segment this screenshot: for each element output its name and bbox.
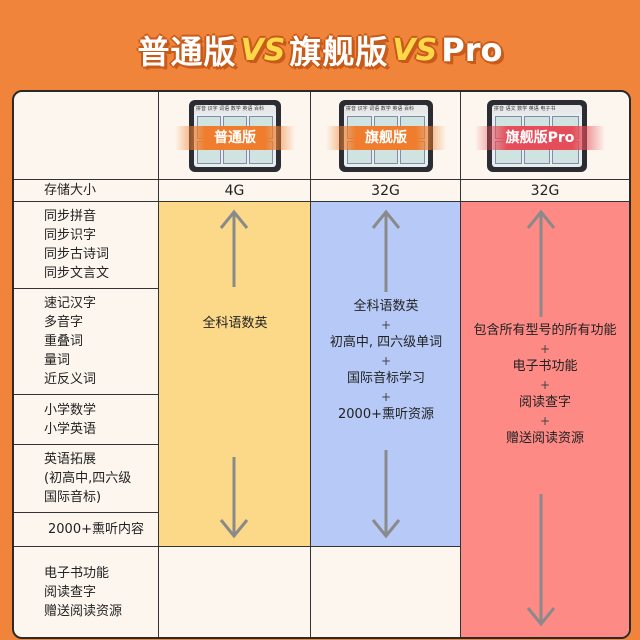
feature-line: 同步识字 xyxy=(44,228,97,243)
standard-empty-cell xyxy=(159,547,311,637)
feature-group-4: 英语拓展 (初高中,四六级 国际音标) xyxy=(14,445,159,513)
plus-sign: + xyxy=(539,414,551,428)
feature-line: 同步拼音 xyxy=(44,209,97,224)
feature-group-1: 同步拼音 同步识字 同步古诗词 同步文言文 xyxy=(14,202,159,289)
pro-body: 包含所有型号的所有功能 + 电子书功能 + 阅读查字 + 赠送阅读资源 xyxy=(461,202,629,637)
title-standard: 普通版 xyxy=(137,33,237,71)
plus-sign: + xyxy=(539,378,551,392)
pro-summary-line: 包含所有型号的所有功能 xyxy=(473,323,617,338)
title-flagship: 旗舰版 xyxy=(289,33,389,71)
header-pro: 拼音 语文 数学 英语 电子书 旗舰版Pro xyxy=(461,92,629,180)
standard-summary: 全科语数英 xyxy=(202,316,268,331)
feature-line: 量词 xyxy=(44,353,71,368)
feature-line: 国际音标) xyxy=(44,490,102,505)
feature-group-2: 速记汉字 多音字 重叠词 量词 近反义词 xyxy=(14,289,159,395)
corner-cell xyxy=(14,92,159,180)
feature-group-5: 2000+熏听内容 xyxy=(14,513,159,547)
storage-standard: 4G xyxy=(159,180,311,202)
storage-label: 存储大小 xyxy=(14,180,159,202)
standard-body: 全科语数英 xyxy=(159,202,311,547)
device-standard-topbar: 拼音 识字 词语 数学 英语 百科 xyxy=(194,105,276,114)
header-standard: 拼音 识字 词语 数学 英语 百科 普通版 xyxy=(159,92,311,180)
feature-group-3: 小学数学 小学英语 xyxy=(14,395,159,445)
flagship-summary-line: 初高中, 四六级单词 xyxy=(329,335,443,350)
feature-line: 小学英语 xyxy=(44,421,97,437)
feature-line: 2000+熏听内容 xyxy=(48,522,144,537)
flagship-empty-cell xyxy=(311,547,461,637)
feature-line: 同步古诗词 xyxy=(44,247,110,262)
feature-line: 阅读查字 xyxy=(44,584,97,600)
title-pro: Pro xyxy=(441,31,503,69)
flagship-summary: 全科语数英 + 初高中, 四六级单词 + 国际音标学习 + 2000+熏听资源 xyxy=(311,298,461,424)
title-vs-2: VS xyxy=(392,32,438,68)
header-flagship: 拼音 识字 词语 数学 英语 百科 旗舰版 xyxy=(311,92,461,180)
feature-line: (初高中,四六级 xyxy=(44,471,132,486)
feature-line: 近反义词 xyxy=(44,372,97,387)
standard-arrow-icon xyxy=(219,209,249,539)
feature-line: 速记汉字 xyxy=(44,296,97,311)
flagship-body: 全科语数英 + 初高中, 四六级单词 + 国际音标学习 + 2000+熏听资源 xyxy=(311,202,461,547)
title-vs-1: VS xyxy=(240,32,286,68)
banner-standard: 普通版 xyxy=(175,126,295,150)
storage-pro: 32G xyxy=(461,180,629,202)
device-flagship-topbar: 拼音 识字 词语 数学 英语 百科 xyxy=(344,105,428,114)
flagship-summary-line: 全科语数英 xyxy=(353,299,419,314)
plus-sign: + xyxy=(380,318,392,332)
storage-label-text: 存储大小 xyxy=(44,183,97,198)
pro-summary: 包含所有型号的所有功能 + 电子书功能 + 阅读查字 + 赠送阅读资源 xyxy=(461,322,629,448)
pro-arrow-icon xyxy=(526,209,556,627)
flagship-arrow-icon xyxy=(371,209,401,539)
flagship-summary-line: 2000+熏听资源 xyxy=(338,407,434,422)
feature-line: 同步文言文 xyxy=(44,266,110,281)
feature-line: 小学数学 xyxy=(44,402,97,418)
feature-line: 多音字 xyxy=(44,315,84,330)
plus-sign: + xyxy=(539,342,551,356)
plus-sign: + xyxy=(380,354,392,368)
plus-sign: + xyxy=(380,390,392,404)
banner-flagship: 旗舰版 xyxy=(326,126,446,150)
device-pro-topbar: 拼音 语文 数学 英语 电子书 xyxy=(492,105,582,114)
pro-summary-line: 赠送阅读资源 xyxy=(505,431,584,446)
storage-flagship: 32G xyxy=(311,180,461,202)
flagship-summary-line: 国际音标学习 xyxy=(346,371,425,386)
page-title: 普通版 VS 旗舰版 VS Pro xyxy=(0,22,640,78)
feature-group-6: 电子书功能 阅读查字 赠送阅读资源 xyxy=(14,547,159,637)
feature-line: 赠送阅读资源 xyxy=(44,603,123,619)
feature-line: 电子书功能 xyxy=(44,565,110,581)
comparison-table: 拼音 识字 词语 数学 英语 百科 普通版 拼音 识字 词语 数学 英语 百科 … xyxy=(12,90,631,639)
pro-summary-line: 阅读查字 xyxy=(518,395,571,410)
banner-pro: 旗舰版Pro xyxy=(475,126,605,150)
feature-line: 重叠词 xyxy=(44,334,84,349)
pro-summary-line: 电子书功能 xyxy=(512,359,578,374)
feature-line: 英语拓展 xyxy=(44,452,97,467)
